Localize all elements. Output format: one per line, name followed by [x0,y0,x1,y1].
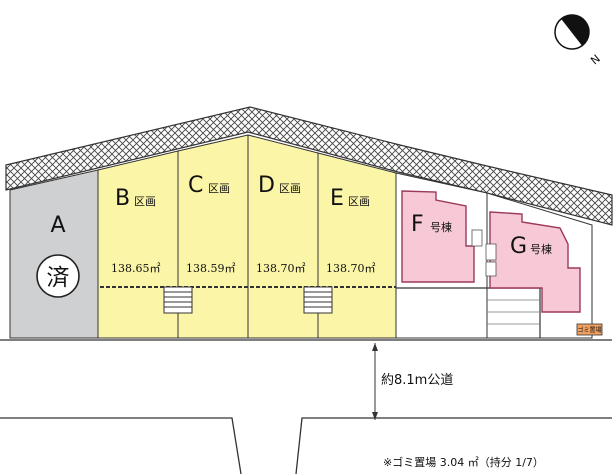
lot-E-area: 138.70㎡ [326,262,376,275]
lot-B-suffix: 区画 [134,195,156,208]
lot-D-area: 138.70㎡ [256,262,306,275]
lot-C-suffix: 区画 [208,182,230,195]
compass-icon [554,14,590,50]
lot-B-id: B [115,186,130,211]
garbage-station: ゴミ置場 [576,323,603,336]
building-G-id: G [510,234,527,259]
hedge-band [5,106,613,226]
lot-B: B 区画 138.65㎡ [97,150,179,339]
building-G-suffix: 号棟 [530,242,552,256]
lot-E-id: E [330,186,344,211]
compass: N [554,14,603,67]
building-F-suffix: 号棟 [430,220,452,234]
lot-D-suffix: 区画 [279,182,301,195]
building-F-id: F [411,212,424,237]
garbage-label: ゴミ置場 [577,326,601,334]
entry-steps [163,286,333,314]
lot-E-suffix: 区画 [348,195,370,208]
lot-C: C 区画 138.59㎡ [177,134,249,339]
building-G: G 号棟 [485,211,581,313]
lot-A: A 済 [9,169,99,339]
sold-badge [36,254,80,298]
lot-A-status: 済 [47,265,70,291]
lot-B-area: 138.65㎡ [111,262,161,275]
building-F: F 号棟 [401,190,483,283]
public-road: 約8.1m公道 [0,339,612,474]
lot-D-id: D [258,173,275,198]
north-label: N [588,52,603,67]
lot-C-id: C [188,173,203,198]
garbage-footnote: ※ゴミ置場 3.04 ㎡（持分 1/7） [383,455,544,469]
lot-A-id: A [50,213,65,238]
lot-C-area: 138.59㎡ [186,262,236,275]
road-width-label: 約8.1m公道 [381,373,453,388]
